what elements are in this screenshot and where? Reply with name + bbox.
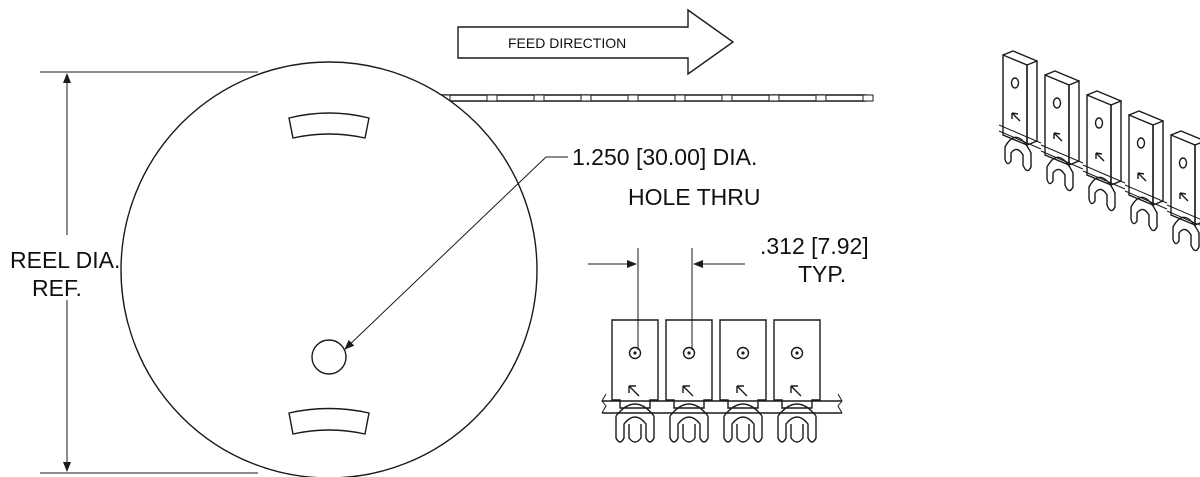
reel-diameter-dimension: REEL DIA. REF.	[10, 71, 258, 474]
terminal-iso	[998, 50, 1042, 172]
terminal-iso	[1124, 110, 1168, 232]
reel-dia-label-line1: REEL DIA.	[10, 247, 120, 273]
terminal-flat	[611, 319, 659, 443]
reel-window-top	[288, 112, 370, 139]
terminal-iso	[1082, 90, 1126, 212]
pitch-label-line1: .312 [7.92]	[760, 233, 869, 259]
hole-label-line2: HOLE THRU	[628, 184, 761, 210]
reel-dia-label-line2: REF.	[32, 275, 82, 301]
reel-window-bottom	[288, 407, 370, 435]
reel-center-hole	[311, 339, 347, 375]
terminal-iso	[1166, 130, 1200, 252]
terminal-iso	[1040, 70, 1084, 192]
feed-direction-label: FEED DIRECTION	[508, 35, 626, 51]
terminal-flat	[773, 319, 821, 443]
reel	[120, 61, 538, 477]
terminal-strip-flat-view	[601, 319, 843, 443]
pitch-label-line2: TYP.	[798, 261, 846, 287]
hole-callout: 1.250 [30.00] DIA. HOLE THRU	[344, 144, 761, 350]
terminal-flat	[665, 319, 713, 443]
pitch-dimension: .312 [7.92] TYP.	[588, 233, 869, 350]
carrier-strip-side	[420, 94, 874, 102]
hole-label-line1: 1.250 [30.00] DIA.	[572, 144, 757, 170]
feed-direction-arrow: FEED DIRECTION	[457, 8, 735, 76]
terminal-strip-isometric-view	[998, 50, 1200, 252]
terminal-flat	[719, 319, 767, 443]
